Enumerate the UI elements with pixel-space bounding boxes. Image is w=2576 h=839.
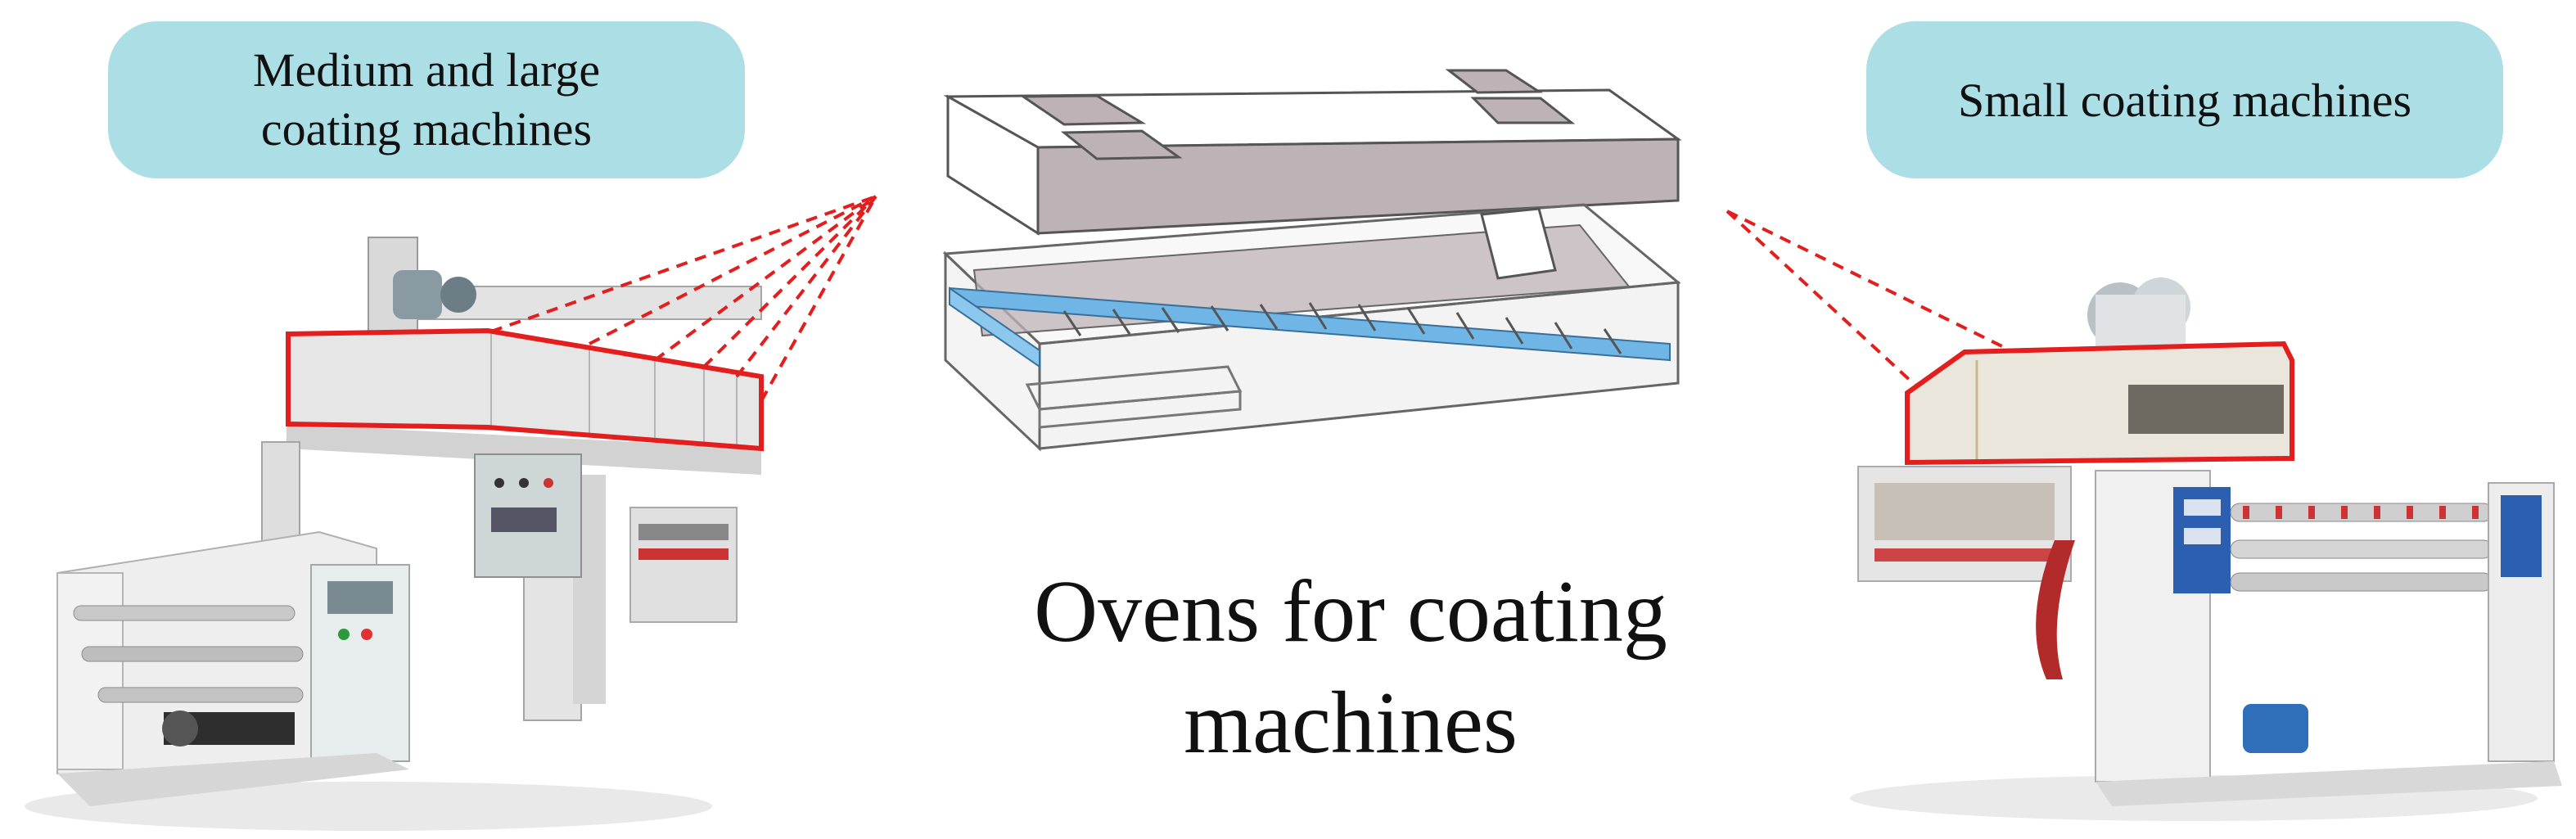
right-callout-lines xyxy=(1726,210,2014,395)
oven-3d-model xyxy=(942,69,1682,452)
oven-caption: Ovens for coating machines xyxy=(933,557,1768,779)
left-callout-lines xyxy=(490,195,877,402)
large-machines-label-line2: coating machines xyxy=(260,102,593,156)
small-machines-label: Small coating machines xyxy=(1866,21,2503,178)
large-machines-label: Medium and large coating machines xyxy=(108,21,745,178)
oven-caption-line1: Ovens for coating xyxy=(1034,563,1667,661)
small-machines-label-text: Small coating machines xyxy=(1957,73,2412,127)
large-machines-label-line1: Medium and large xyxy=(252,43,601,97)
large-coating-machine xyxy=(25,237,764,831)
oven-caption-line2: machines xyxy=(1184,674,1518,772)
small-coating-machine xyxy=(1850,277,2562,821)
